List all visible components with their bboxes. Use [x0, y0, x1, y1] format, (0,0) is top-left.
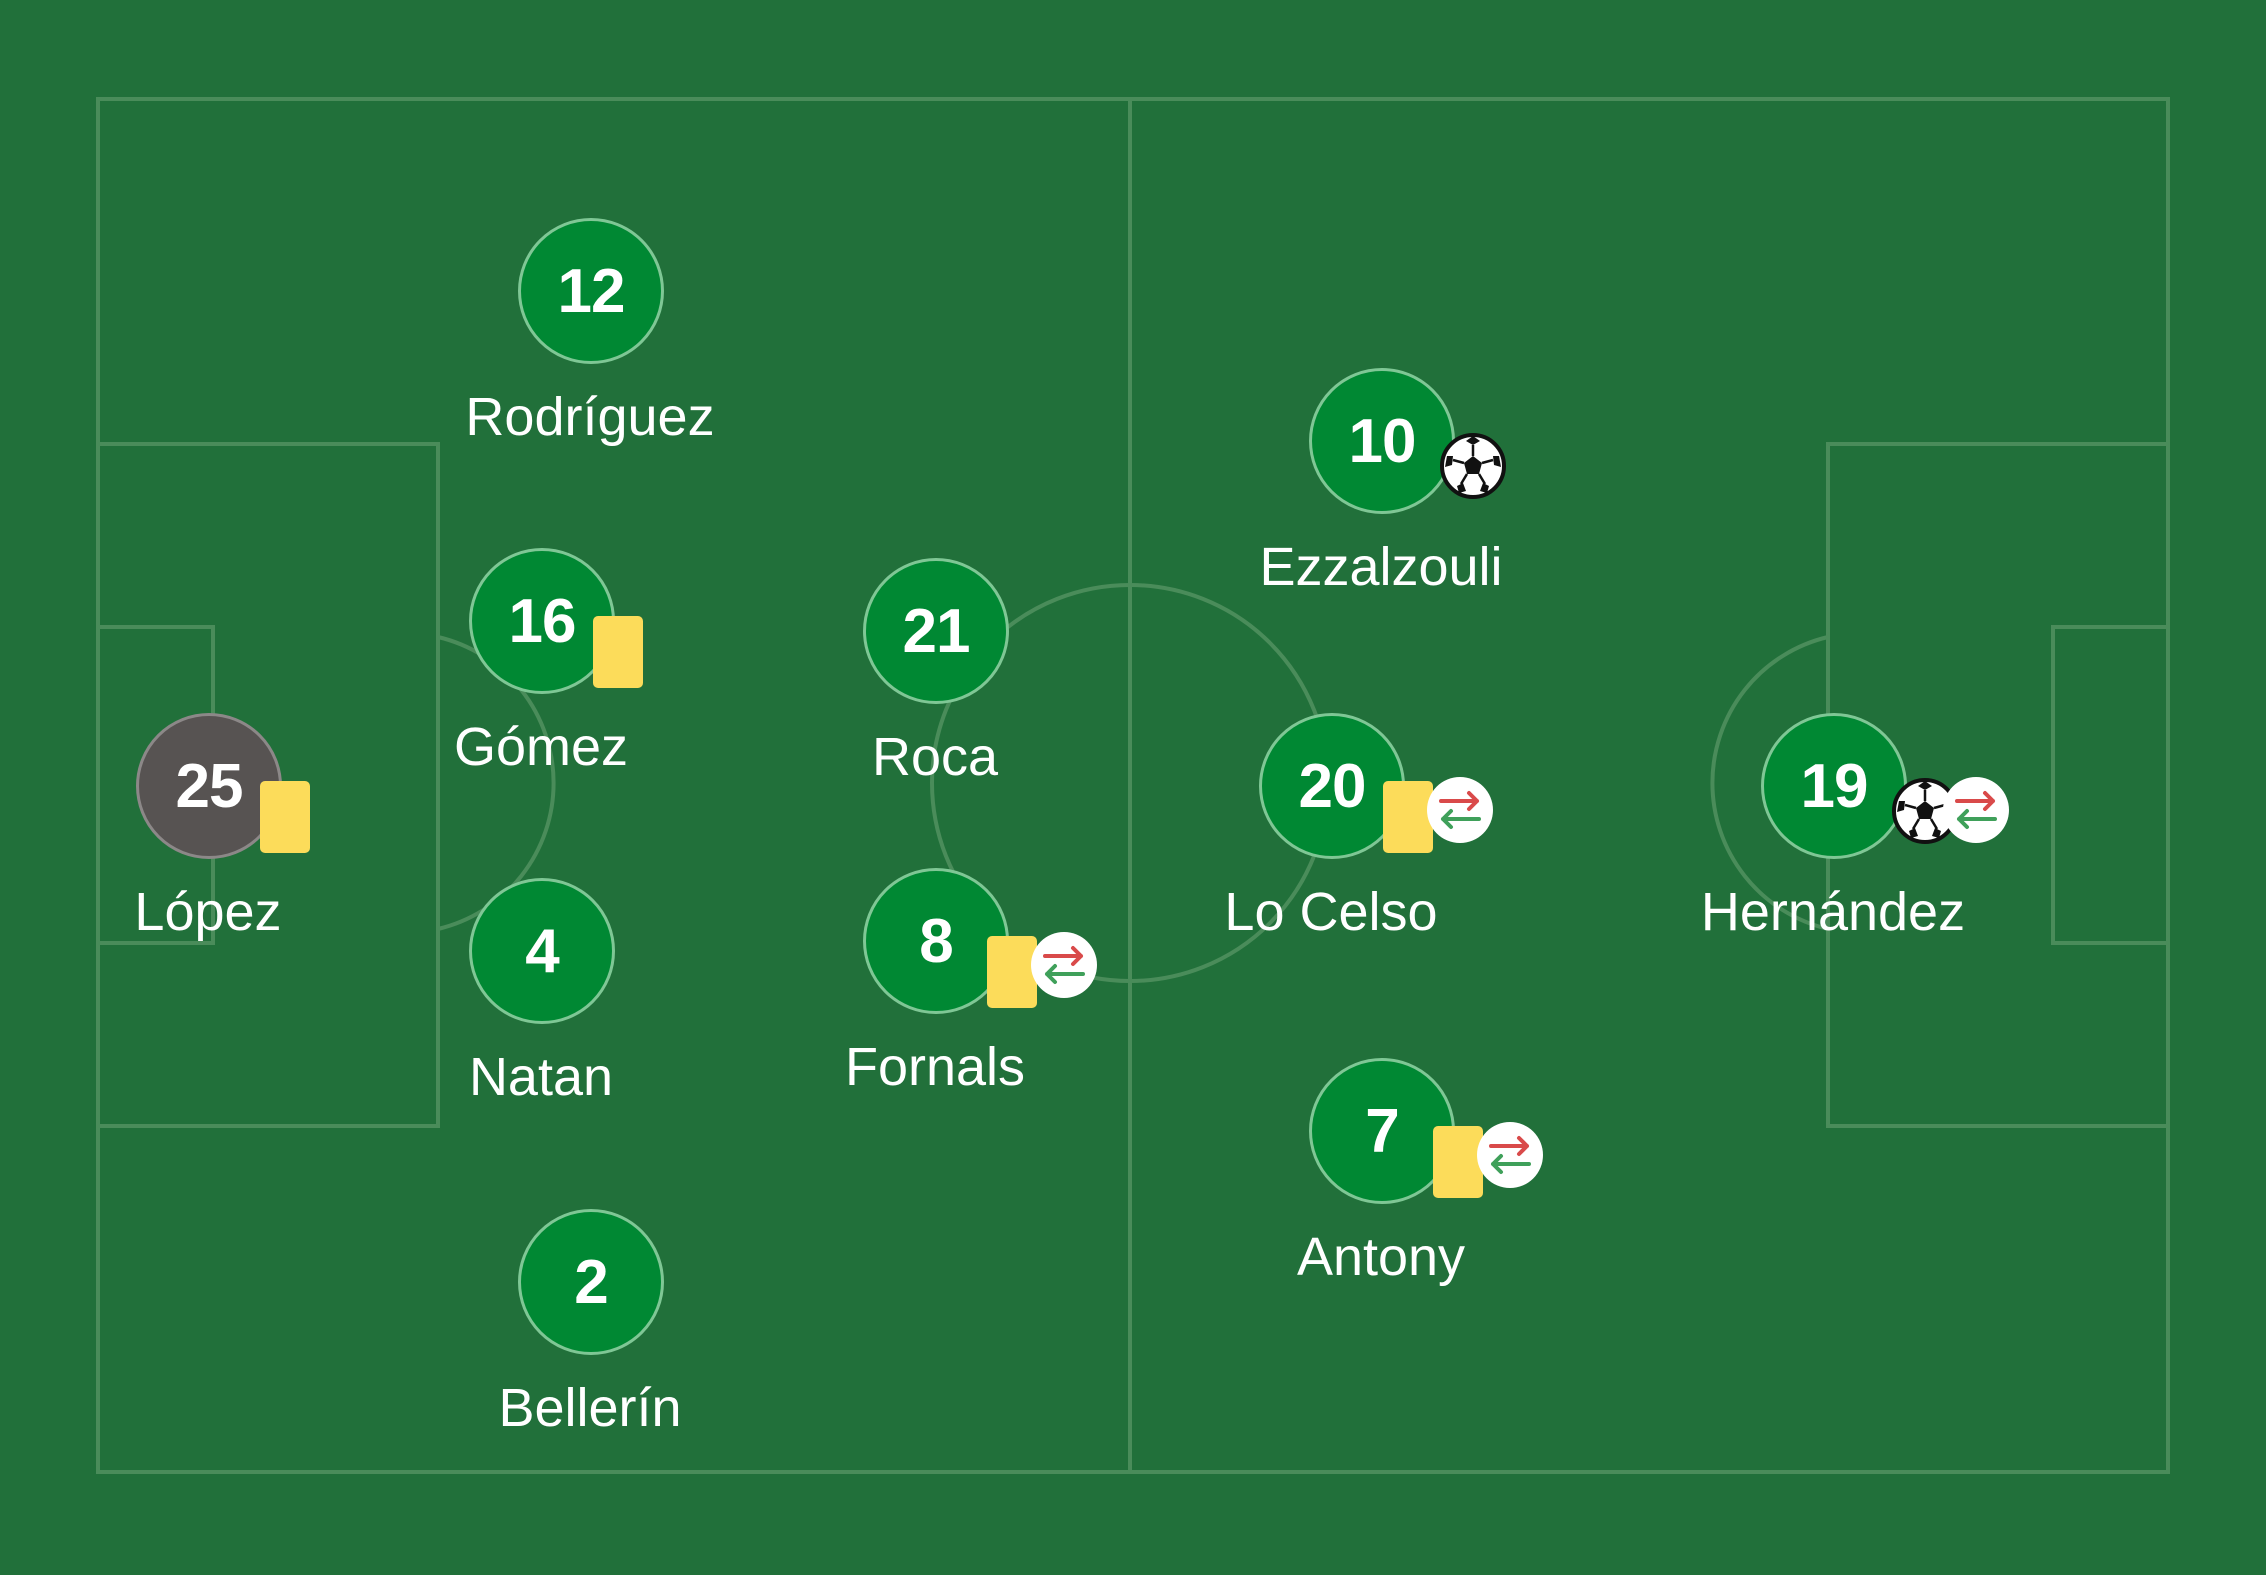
player-name: Gómez [453, 717, 629, 777]
player-name: Natan [468, 1047, 614, 1107]
player-number-badge[interactable]: 19 [1761, 713, 1907, 859]
substitution-icon [1943, 777, 2009, 843]
player-number-badge[interactable]: 7 [1309, 1058, 1455, 1204]
player-name: Antony [1296, 1227, 1466, 1287]
player-name: Hernández [1700, 882, 1966, 942]
player-number-badge[interactable]: 21 [863, 558, 1009, 704]
goal-ball-icon [1439, 432, 1507, 500]
player-number-badge[interactable]: 2 [518, 1209, 664, 1355]
yellow-card-icon [1433, 1126, 1483, 1198]
player-name: Roca [871, 727, 999, 787]
right-penalty-arc [1710, 635, 1829, 931]
substitution-icon [1427, 777, 1493, 843]
player-name: Bellerín [498, 1378, 682, 1438]
player-number-badge[interactable]: 12 [518, 218, 664, 364]
player-name: Fornals [844, 1037, 1026, 1097]
substitution-icon [1031, 932, 1097, 998]
player-number-badge[interactable]: 4 [469, 878, 615, 1024]
player-number-badge[interactable]: 20 [1259, 713, 1405, 859]
yellow-card-icon [987, 936, 1037, 1008]
yellow-card-icon [260, 781, 310, 853]
player-name: Rodríguez [465, 387, 715, 447]
right-goal-area [2051, 625, 2170, 945]
yellow-card-icon [1383, 781, 1433, 853]
player-number-badge[interactable]: 16 [469, 548, 615, 694]
substitution-icon [1477, 1122, 1543, 1188]
player-name: Ezzalzouli [1259, 537, 1503, 597]
player-number-badge[interactable]: 25 [136, 713, 282, 859]
player-name: López [134, 882, 282, 942]
player-number-badge[interactable]: 10 [1309, 368, 1455, 514]
player-name: Lo Celso [1224, 882, 1438, 942]
yellow-card-icon [593, 616, 643, 688]
player-number-badge[interactable]: 8 [863, 868, 1009, 1014]
